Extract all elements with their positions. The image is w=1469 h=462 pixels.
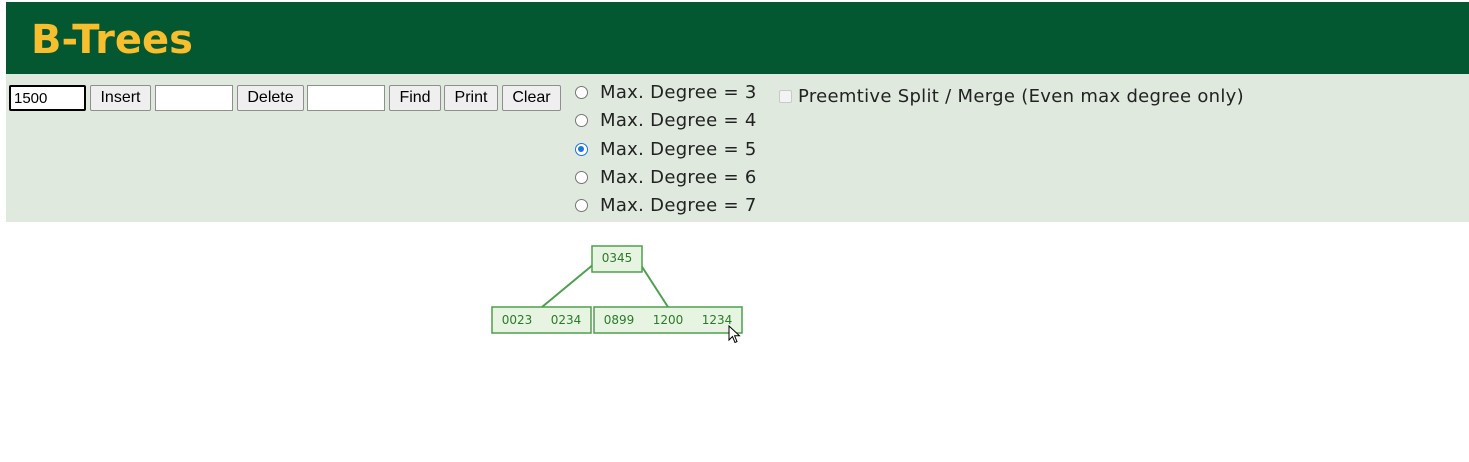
header-banner: B-Trees (6, 2, 1469, 74)
delete-input[interactable] (155, 85, 233, 111)
clear-button[interactable]: Clear (502, 85, 561, 111)
leaf-key: 0899 (604, 313, 635, 327)
degree-option-7[interactable]: Max. Degree = 7 (575, 193, 757, 217)
degree-6-radio[interactable] (575, 170, 588, 184)
preemptive-split-label: Preemtive Split / Merge (Even max degree… (798, 86, 1244, 107)
tree-canvas: 0345 0023 0234 0899 1200 1234 (491, 245, 743, 334)
degree-option-5[interactable]: Max. Degree = 5 (575, 137, 757, 161)
degree-6-label: Max. Degree = 6 (600, 166, 757, 188)
degree-7-radio[interactable] (575, 198, 588, 212)
print-button[interactable]: Print (444, 85, 498, 111)
degree-7-label: Max. Degree = 7 (600, 194, 757, 216)
insert-button[interactable]: Insert (90, 85, 151, 111)
controls-panel: Insert Delete Find Print Clear Max. Degr… (6, 74, 1469, 222)
leaf-key: 0023 (502, 313, 533, 327)
tree-leaf-node-right: 0899 1200 1234 (593, 306, 743, 334)
tree-leaf-node-left: 0023 0234 (491, 306, 592, 334)
degree-4-radio[interactable] (575, 113, 588, 127)
find-input[interactable] (307, 85, 385, 111)
degree-5-label: Max. Degree = 5 (600, 138, 757, 160)
leaf-key: 1234 (702, 313, 733, 327)
find-button[interactable]: Find (389, 85, 441, 111)
degree-option-3[interactable]: Max. Degree = 3 (575, 80, 757, 104)
leaf-key: 0234 (551, 313, 582, 327)
mouse-pointer-icon (728, 325, 741, 344)
tree-edge-left (541, 258, 601, 308)
degree-3-radio[interactable] (575, 85, 588, 99)
degree-option-4[interactable]: Max. Degree = 4 (575, 108, 757, 132)
preemptive-split-option: Preemtive Split / Merge (Even max degree… (779, 86, 1244, 107)
degree-5-radio[interactable] (575, 142, 588, 156)
delete-button[interactable]: Delete (237, 85, 304, 111)
degree-option-6[interactable]: Max. Degree = 6 (575, 165, 757, 189)
preemptive-split-checkbox (779, 90, 792, 103)
insert-input[interactable] (9, 85, 86, 111)
root-key: 0345 (602, 251, 633, 265)
leaf-key: 1200 (653, 313, 684, 327)
page-title: B-Trees (31, 17, 193, 63)
degree-4-label: Max. Degree = 4 (600, 109, 757, 131)
degree-3-label: Max. Degree = 3 (600, 81, 757, 103)
tree-root-node: 0345 (591, 245, 643, 273)
